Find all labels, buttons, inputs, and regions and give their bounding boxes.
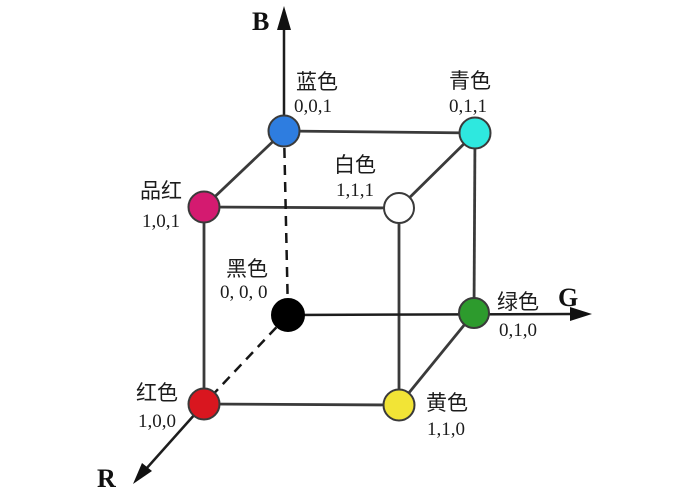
black-dot	[271, 298, 305, 332]
axis-g-arrowhead	[570, 307, 592, 321]
vertex-red: 红色 1,0,0	[136, 381, 221, 432]
cyan-dot	[458, 116, 492, 150]
black-coords: 0, 0, 0	[220, 282, 268, 303]
red-coords: 1,0,0	[138, 411, 176, 432]
blue-coords: 0,0,1	[294, 96, 332, 117]
axis-r-label: R	[97, 464, 116, 490]
magenta-dot	[187, 190, 221, 224]
green-dot	[458, 297, 490, 329]
green-coords: 0,1,0	[499, 320, 537, 341]
vertex-cyan: 青色 0,1,1	[449, 69, 492, 150]
edge-black-red-hidden	[203, 314, 289, 405]
yellow-coords: 1,1,0	[427, 419, 465, 440]
edge-red-yellow	[203, 402, 400, 407]
cyan-name: 青色	[449, 69, 491, 93]
magenta-name: 品红	[140, 179, 182, 203]
edge-green-yellow	[397, 312, 476, 406]
axis-b-arrowhead	[277, 6, 291, 30]
axis-b-label: B	[252, 7, 269, 36]
yellow-name: 黄色	[426, 391, 468, 415]
blue-dot	[267, 114, 301, 148]
vertex-blue: 蓝色 0,0,1	[267, 70, 338, 148]
vertex-magenta: 品红 1,0,1	[140, 179, 221, 232]
magenta-coords: 1,0,1	[142, 211, 180, 232]
vertex-black: 黑色 0, 0, 0	[220, 257, 305, 332]
edge-blue-cyan	[283, 129, 476, 135]
vertex-green: 绿色 0,1,0	[458, 290, 539, 341]
green-name: 绿色	[497, 290, 539, 314]
blue-name: 蓝色	[296, 70, 338, 94]
axis-g-label: G	[558, 283, 578, 312]
edge-blue-black-hidden	[282, 130, 290, 316]
white-dot	[383, 192, 415, 224]
axis-r-arrowhead	[133, 463, 152, 484]
yellow-dot	[382, 388, 416, 422]
cyan-coords: 0,1,1	[449, 96, 487, 117]
red-name: 红色	[136, 381, 178, 405]
black-name: 黑色	[226, 257, 268, 281]
edge-cyan-green	[472, 132, 477, 314]
edge-magenta-white	[203, 205, 400, 210]
axis-g-line	[287, 312, 575, 317]
white-name: 白色	[334, 153, 376, 177]
red-dot	[187, 387, 221, 421]
white-coords: 1,1,1	[336, 180, 374, 201]
edge-cyan-white	[398, 132, 476, 209]
edge-blue-magenta	[203, 129, 285, 209]
vertex-yellow: 黄色 1,1,0	[382, 388, 468, 440]
vertex-white: 白色 1,1,1	[334, 153, 415, 224]
